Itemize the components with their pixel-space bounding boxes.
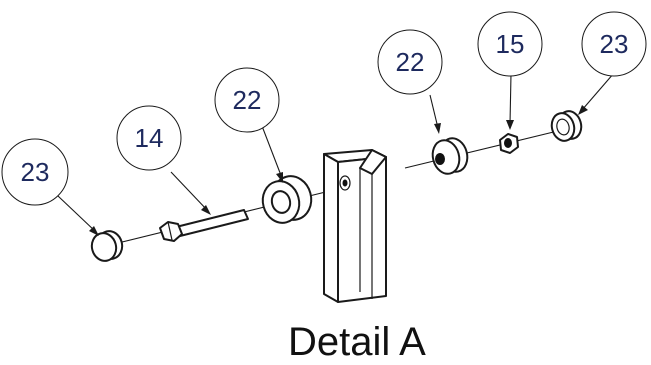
nut-part	[499, 133, 519, 154]
callout-23-left: 23	[1, 138, 69, 206]
arrowhead-14	[201, 205, 211, 215]
detail-caption: Detail A	[288, 320, 426, 364]
callout-22-left: 22	[214, 67, 280, 133]
bolt-part	[159, 209, 249, 242]
cap-part-left	[90, 230, 124, 262]
cap-part-right	[550, 110, 583, 142]
callout-22-left-label: 22	[233, 85, 262, 115]
leader-22-right	[429, 94, 439, 129]
spacer-part-left	[261, 175, 313, 224]
arrowhead-15	[506, 120, 514, 130]
callout-15-label: 15	[496, 29, 525, 59]
callout-22-right: 22	[377, 29, 443, 95]
callout-22-right-label: 22	[396, 47, 425, 77]
arrowhead-23-right	[578, 105, 588, 115]
callout-23-right: 23	[581, 11, 647, 77]
leader-23-left	[57, 195, 97, 233]
arrowhead-22-right	[434, 123, 441, 134]
axis-line-right	[404, 127, 571, 169]
callout-14-label: 14	[135, 123, 164, 153]
callout-23-right-label: 23	[600, 29, 629, 59]
leader-23-right	[581, 72, 615, 111]
leader-22-left	[261, 125, 283, 179]
callout-23-left-label: 23	[21, 157, 50, 187]
leader-15	[509, 73, 512, 125]
leader-14	[170, 171, 209, 212]
arrowhead-22-left	[276, 172, 283, 183]
channel-bracket	[323, 149, 387, 303]
spacer-part-right	[431, 137, 469, 175]
callout-14: 14	[116, 105, 182, 171]
callout-15: 15	[477, 11, 543, 77]
arrowhead-23-left	[89, 226, 99, 236]
